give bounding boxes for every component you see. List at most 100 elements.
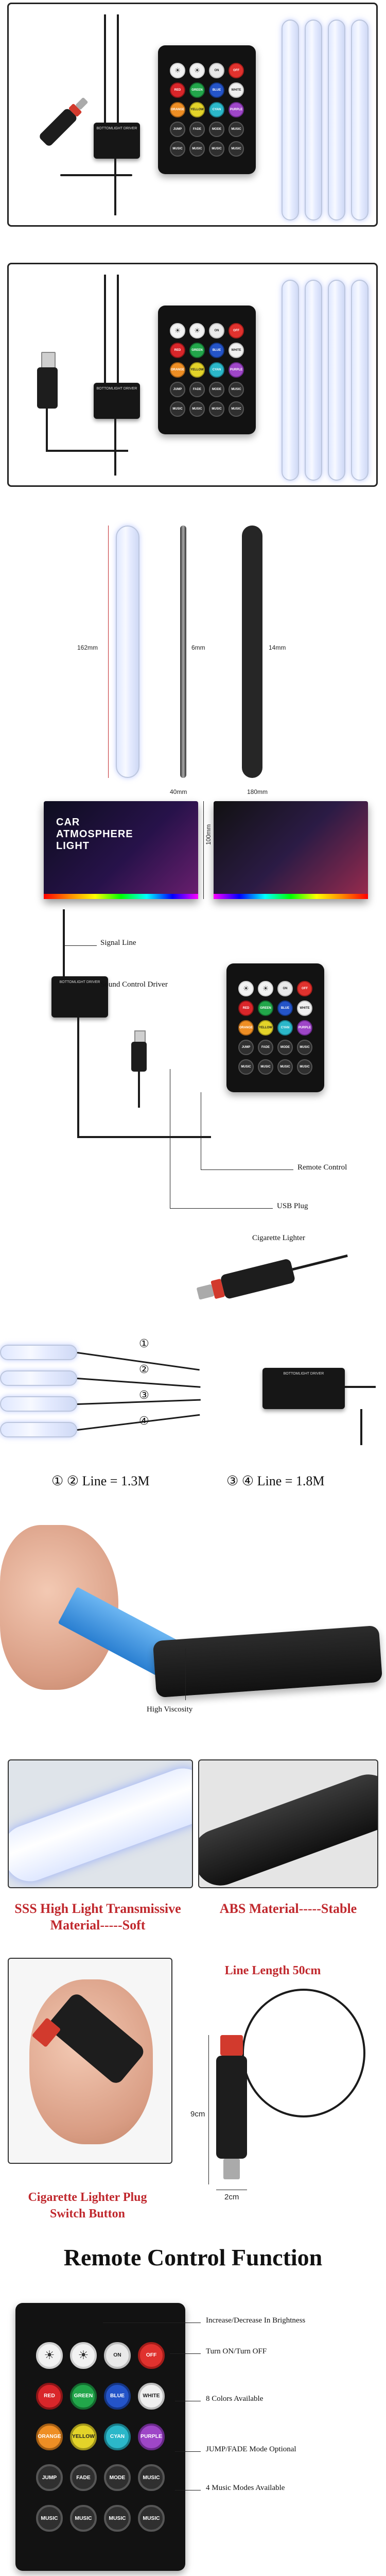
remote-button-yellow: YELLOW — [189, 362, 205, 378]
light-strip-3 — [328, 20, 345, 221]
remote-button-music: MUSIC — [209, 141, 224, 157]
remote-button-brightness: ☀ — [36, 2342, 63, 2369]
remote-button-music: MUSIC — [170, 401, 185, 417]
light-strip-2 — [305, 20, 322, 221]
remote-button-brightness: ☀ — [170, 63, 185, 78]
remote-button-red: RED — [170, 82, 185, 98]
strip-underside — [152, 1625, 383, 1698]
remote-button-music: MUSIC — [277, 1059, 293, 1075]
remote-button-green: GREEN — [189, 343, 205, 358]
sound-control-driver: BOTTOMLIGHT DRIVER — [94, 123, 140, 159]
remote-button-cyan: CYAN — [104, 2424, 131, 2450]
brightness-icon: ☀ — [174, 326, 181, 334]
remote-button-yellow: YELLOW — [258, 1020, 273, 1036]
package-title: CAR ATMOSPHERE LIGHT — [56, 817, 133, 852]
brightness-icon: ☀ — [44, 2348, 55, 2362]
brightness-icon: ☀ — [243, 984, 249, 992]
remote-button-purple: PURPLE — [138, 2424, 165, 2450]
remote-button-white: WHITE — [297, 1001, 312, 1016]
remote-button-jump: JUMP — [238, 1040, 254, 1055]
usb-plug-callout: USB Plug — [277, 1202, 308, 1210]
remote-button-fade: FADE — [189, 382, 205, 397]
remote-button-music: MUSIC — [209, 401, 224, 417]
line-marker-2: ② — [139, 1363, 149, 1376]
function-power: Turn ON/Turn OFF — [206, 2347, 267, 2355]
strip-side-view — [180, 526, 186, 778]
brightness-icon: ☀ — [174, 66, 181, 74]
cigarette-plug — [194, 1242, 352, 1309]
remote-button-music: MUSIC — [297, 1040, 312, 1055]
light-strip-3 — [328, 280, 345, 481]
light-strip-2 — [305, 280, 322, 481]
brightness-icon: ☀ — [194, 326, 200, 334]
remote-button-brightness: ☀ — [189, 63, 205, 78]
remote-button-cyan: CYAN — [209, 362, 224, 378]
remote-button-on: ON — [209, 63, 224, 78]
sound-control-driver: BOTTOMLIGHT DRIVER — [94, 383, 140, 419]
strip-width-label: 14mm — [269, 644, 286, 651]
remote-button-green: GREEN — [258, 1001, 273, 1016]
remote-button-orange: ORANGE — [36, 2424, 63, 2450]
remote-button-red: RED — [238, 1001, 254, 1016]
horizontal-strip-2 — [0, 1370, 77, 1386]
light-strip-1 — [282, 280, 299, 481]
usb-plug — [37, 352, 58, 409]
remote-button-purple: PURPLE — [229, 362, 244, 378]
line-length-1-2: ① ② Line = 1.3M — [51, 1473, 150, 1488]
remote-button-orange: ORANGE — [238, 1020, 254, 1036]
horizontal-strip-1 — [0, 1345, 77, 1360]
strip-back-view — [242, 526, 262, 778]
soft-material-photo — [8, 1759, 193, 1888]
soft-material-caption-line2: Material-----Soft — [50, 1918, 146, 1933]
remote-button-yellow: YELLOW — [70, 2424, 97, 2450]
remote-button-mode: MODE — [209, 382, 224, 397]
line-length-3-4: ③ ④ Line = 1.8M — [226, 1473, 325, 1488]
remote-button-music: MUSIC — [229, 122, 244, 137]
remote-button-music: MUSIC — [229, 401, 244, 417]
driver-label: BOTTOMLIGHT DRIVER — [96, 127, 137, 130]
signal-line-callout: Signal Line — [100, 939, 136, 947]
package-box-front: CAR ATMOSPHERE LIGHT — [44, 801, 198, 899]
brightness-icon: ☀ — [78, 2348, 89, 2362]
strip-front-view — [116, 526, 139, 778]
cigarette-plug — [34, 89, 96, 151]
box-width-label: 40mm — [170, 788, 187, 795]
remote-button-jump: JUMP — [170, 382, 185, 397]
remote-button-brightness: ☀ — [238, 981, 254, 996]
remote-button-orange: ORANGE — [170, 362, 185, 378]
cigarette-plug-upright — [216, 2035, 247, 2190]
driver-label: BOTTOMLIGHT DRIVER — [96, 387, 137, 391]
plug-width-label: 2cm — [224, 2193, 239, 2201]
usb-plug — [131, 1030, 147, 1072]
remote-button-off: OFF — [138, 2342, 165, 2369]
remote-button-on: ON — [209, 323, 224, 338]
remote-button-blue: BLUE — [277, 1001, 293, 1016]
light-strip-1 — [282, 20, 299, 221]
remote-button-music: MUSIC — [138, 2464, 165, 2491]
remote-button-music: MUSIC — [189, 401, 205, 417]
function-music: 4 Music Modes Available — [206, 2484, 285, 2492]
cable-loop — [242, 1989, 365, 2117]
sound-control-driver: BOTTOMLIGHT DRIVER — [262, 1368, 345, 1409]
plug-height-label: 9cm — [190, 2110, 205, 2119]
remote-button-mode: MODE — [104, 2464, 131, 2491]
remote-button-music: MUSIC — [104, 2505, 131, 2532]
light-strip-4 — [351, 20, 369, 221]
remote-button-music: MUSIC — [170, 141, 185, 157]
line-marker-3: ③ — [139, 1388, 149, 1401]
remote-button-music: MUSIC — [258, 1059, 273, 1075]
remote-button-music: MUSIC — [229, 382, 244, 397]
remote-button-brightness: ☀ — [170, 323, 185, 338]
remote-control-callout: Remote Control — [297, 1163, 347, 1172]
remote-button-music: MUSIC — [70, 2505, 97, 2532]
remote-button-cyan: CYAN — [209, 102, 224, 117]
remote-button-green: GREEN — [70, 2383, 97, 2410]
remote-button-fade: FADE — [258, 1040, 273, 1055]
remote-function-title: Remote Control Function — [63, 2244, 323, 2270]
light-strip-4 — [351, 280, 369, 481]
line-length-title: Line Length 50cm — [224, 1964, 321, 1977]
brightness-icon: ☀ — [194, 66, 200, 74]
